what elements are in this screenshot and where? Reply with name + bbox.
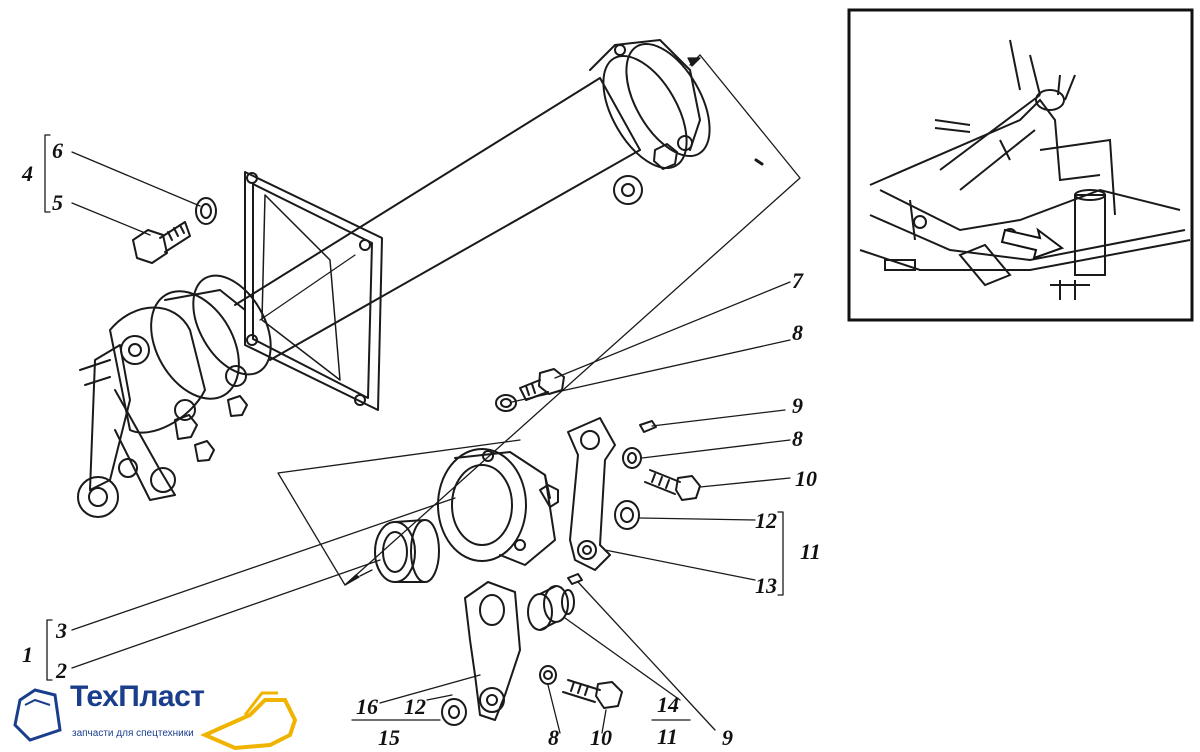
callout-8-bottom[interactable]: 8 xyxy=(548,725,559,750)
callout-16[interactable]: 16 xyxy=(356,694,378,719)
bolt-10-bottom xyxy=(562,679,623,709)
lever-13 xyxy=(567,417,616,571)
key-9-top xyxy=(639,420,657,433)
assembly-frame xyxy=(277,54,801,586)
callout-4[interactable]: 4 xyxy=(22,161,33,186)
callout-11-bottom[interactable]: 11 xyxy=(657,724,678,749)
bushing-2 xyxy=(374,519,440,583)
bearing-housing-3 xyxy=(437,448,559,566)
callout-9-top[interactable]: 9 xyxy=(792,393,803,418)
washer-8-bottom xyxy=(539,665,557,685)
callout-14[interactable]: 14 xyxy=(657,692,679,717)
brand-logo: ТехПласт запчасти для спецтехники xyxy=(10,680,300,748)
lever-16 xyxy=(464,581,521,721)
callout-3[interactable]: 3 xyxy=(56,618,67,643)
callout-8-top[interactable]: 8 xyxy=(792,320,803,345)
key-9-bottom xyxy=(567,573,583,585)
inset-location-view xyxy=(847,8,1194,322)
callout-12-top[interactable]: 12 xyxy=(755,508,777,533)
inset-arrow-icon xyxy=(1000,227,1065,260)
bolt-7 xyxy=(519,368,565,401)
bushing-12-bottom xyxy=(441,698,467,726)
bushing-14 xyxy=(527,585,575,631)
callout-9-bottom[interactable]: 9 xyxy=(722,725,733,750)
bushing-12-top xyxy=(614,500,640,530)
washer-8-top xyxy=(495,394,517,412)
callout-13[interactable]: 13 xyxy=(755,573,777,598)
callout-8-right[interactable]: 8 xyxy=(792,426,803,451)
callout-5[interactable]: 5 xyxy=(52,190,63,215)
logo-tagline: запчасти для спецтехники xyxy=(72,728,194,739)
bolt-10-top xyxy=(644,469,701,501)
logo-excavator-icon xyxy=(13,688,298,751)
callout-7[interactable]: 7 xyxy=(792,268,803,293)
callout-10-bottom[interactable]: 10 xyxy=(590,725,612,750)
shaft-housing xyxy=(77,39,711,518)
callout-12-bottom[interactable]: 12 xyxy=(404,694,426,719)
callout-6[interactable]: 6 xyxy=(52,138,63,163)
callout-1[interactable]: 1 xyxy=(22,642,33,667)
callout-10-top[interactable]: 10 xyxy=(795,466,817,491)
leader-lines xyxy=(44,134,791,734)
washer-6 xyxy=(195,197,217,225)
washer-8-right xyxy=(622,447,642,469)
callout-2[interactable]: 2 xyxy=(56,658,67,683)
logo-name: ТехПласт xyxy=(70,680,205,713)
callout-11-right[interactable]: 11 xyxy=(800,539,821,564)
bolt-5 xyxy=(132,221,191,264)
callout-15[interactable]: 15 xyxy=(378,725,400,750)
